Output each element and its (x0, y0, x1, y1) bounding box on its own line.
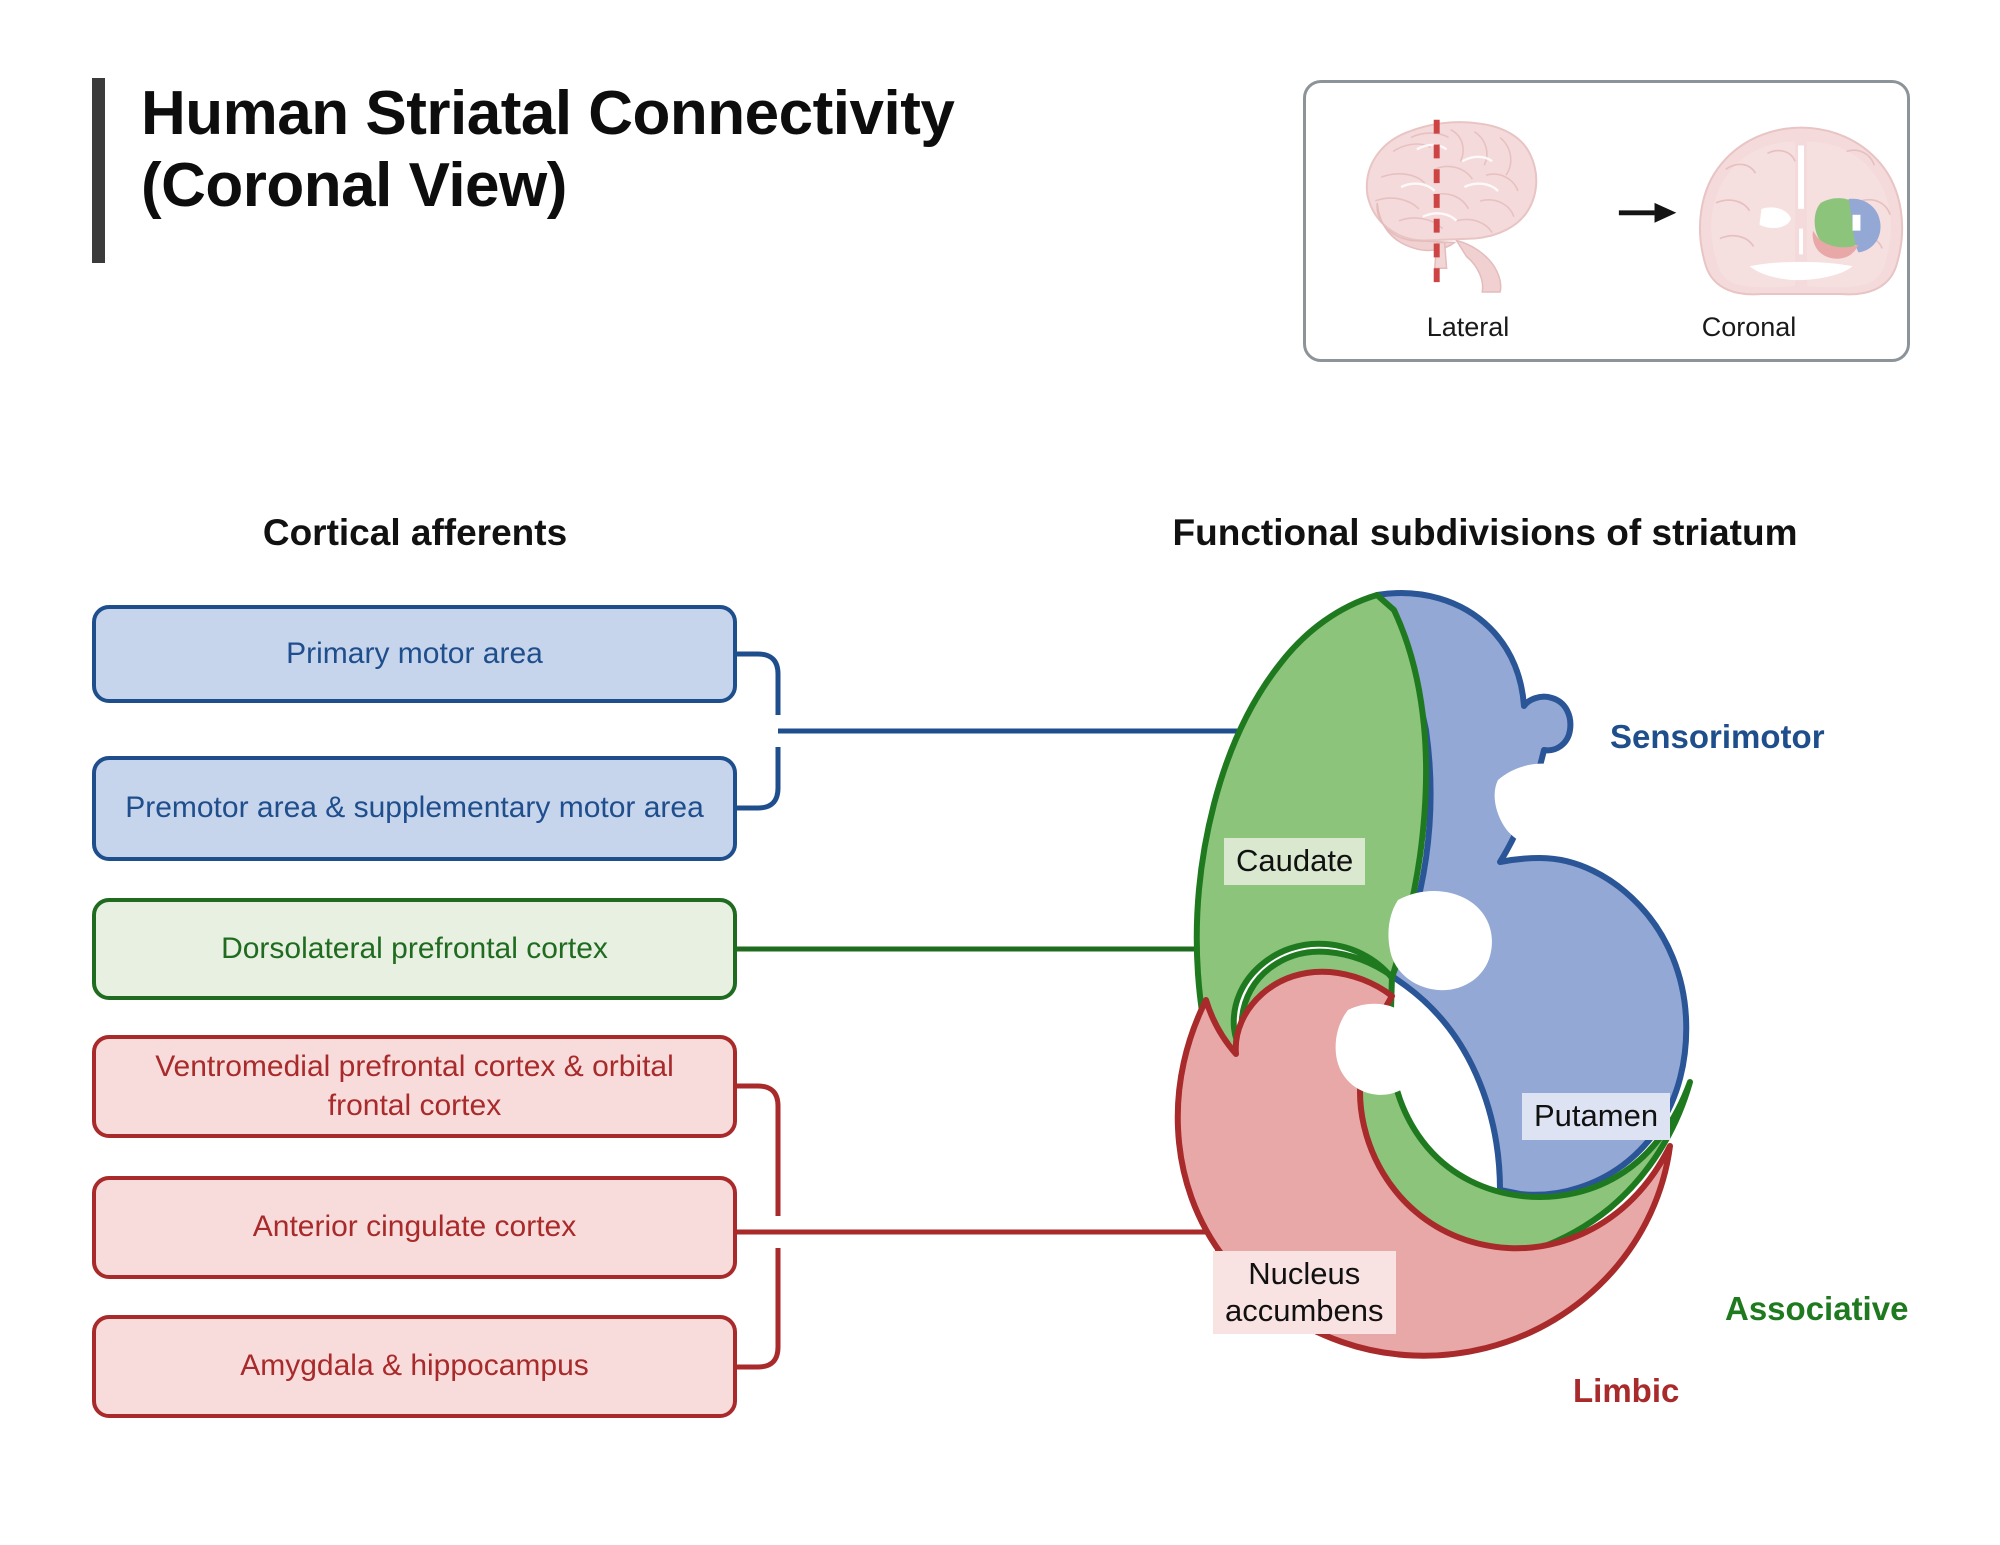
connector-sensorimotor (737, 651, 1440, 811)
connector-limbic (737, 1083, 1215, 1370)
afferent-box-amygdala-hippocampus[interactable]: Amygdala & hippocampus (92, 1315, 737, 1418)
territory-label-associative: Associative (1725, 1290, 1909, 1327)
arrowhead-sensorimotor (1440, 712, 1482, 750)
arrowhead-associative (1205, 930, 1247, 968)
striatum-region-associative (1193, 592, 1693, 1267)
page-title: Human Striatal Connectivity (Coronal Vie… (141, 79, 955, 220)
territory-label-limbic: Limbic (1573, 1372, 1680, 1409)
header-functional-subdivisions: Functional subdivisions of striatum (1172, 512, 1798, 553)
inset-caption-coronal: Coronal (1701, 312, 1797, 342)
label-putamen: Putamen (1522, 1093, 1671, 1140)
orientation-inset-panel: Lateral Coronal (1303, 80, 1910, 362)
inset-striatum-highlight (1812, 198, 1881, 259)
afferent-box-vmpfc-ofc[interactable]: Ventromedial prefrontal cortex & orbital… (92, 1035, 737, 1138)
transform-arrow-icon (1618, 202, 1677, 223)
afferent-box-premotor-sma[interactable]: Premotor area & supplementary motor area (92, 756, 737, 861)
title-block: Human Striatal Connectivity (Coronal Vie… (92, 78, 955, 263)
label-caudate: Caudate (1224, 838, 1366, 885)
inset-brain-figures (1365, 119, 1904, 296)
header-cortical-afferents: Cortical afferents (262, 512, 568, 553)
label-nucleus-accumbens: Nucleus accumbens (1213, 1251, 1396, 1335)
afferent-box-primary-motor[interactable]: Primary motor area (92, 605, 737, 703)
afferent-box-dlpfc[interactable]: Dorsolateral prefrontal cortex (92, 898, 737, 1000)
title-accent-bar (92, 78, 105, 263)
territory-label-sensorimotor: Sensorimotor (1610, 718, 1825, 755)
arrowhead-limbic (1215, 1213, 1257, 1251)
internal-capsule-gaps (1335, 763, 1588, 1095)
coronal-brain-icon (1699, 126, 1904, 296)
lateral-brain-icon (1365, 119, 1538, 293)
afferent-box-anterior-cingulate[interactable]: Anterior cingulate cortex (92, 1176, 737, 1279)
inset-caption-lateral: Lateral (1426, 312, 1510, 342)
